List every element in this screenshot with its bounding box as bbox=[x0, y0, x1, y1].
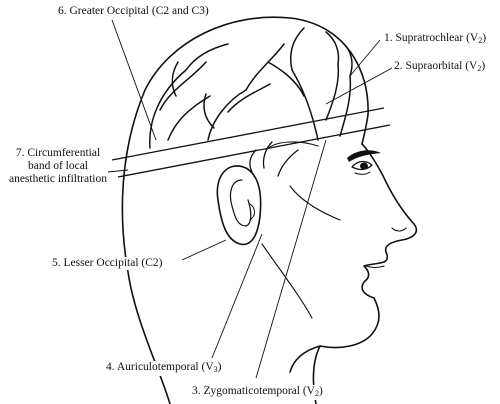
neck-front bbox=[289, 345, 321, 373]
cheek-contour bbox=[289, 185, 341, 221]
lesser-occipital-branches bbox=[203, 43, 285, 141]
head-outline bbox=[121, 16, 369, 404]
ear-inner bbox=[229, 179, 252, 227]
nostril bbox=[391, 227, 407, 232]
jaw-contour bbox=[261, 243, 313, 319]
leader-supraorbital bbox=[325, 67, 393, 105]
leader-supratrochlear bbox=[349, 39, 381, 77]
leader-greater-occipital bbox=[111, 19, 157, 141]
label-zygomaticotemporal: 3. Zygomaticotemporal (V2) bbox=[192, 385, 323, 400]
leader-auriculotemporal bbox=[211, 233, 263, 359]
leader-lesser-occipital bbox=[181, 239, 227, 261]
band-upper-edge bbox=[111, 107, 385, 161]
eye-outline bbox=[351, 160, 373, 171]
temporal-branches bbox=[249, 141, 299, 177]
ear-outline bbox=[216, 165, 262, 246]
leader-lines bbox=[107, 19, 393, 379]
label-circumferential-band: 7. Circumferential band of local anesthe… bbox=[8, 147, 108, 185]
supraorbital-branches bbox=[267, 27, 340, 141]
face-profile bbox=[312, 143, 418, 404]
eyebrow bbox=[347, 150, 381, 162]
supratrochlear-branches bbox=[339, 43, 353, 137]
label-greater-occipital: 6. Greater Occipital (C2 and C3) bbox=[58, 5, 209, 18]
leader-zygomaticotemporal bbox=[255, 139, 327, 379]
leader-circumferential bbox=[107, 169, 129, 173]
label-auriculotemporal: 4. Auriculotemporal (V3) bbox=[106, 361, 222, 376]
label-supratrochlear: 1. Supratrochlear (V2) bbox=[384, 32, 487, 47]
lower-eyelid bbox=[354, 171, 371, 175]
band-lower-edge bbox=[117, 124, 391, 178]
label-supraorbital: 2. Supraorbital (V2) bbox=[394, 60, 486, 75]
greater-occipital-branches bbox=[149, 43, 229, 149]
label-lesser-occipital: 5. Lesser Occipital (C2) bbox=[52, 257, 163, 270]
eye-pupil bbox=[360, 162, 368, 170]
lips-line bbox=[365, 265, 385, 269]
ear-tragus bbox=[249, 203, 255, 221]
